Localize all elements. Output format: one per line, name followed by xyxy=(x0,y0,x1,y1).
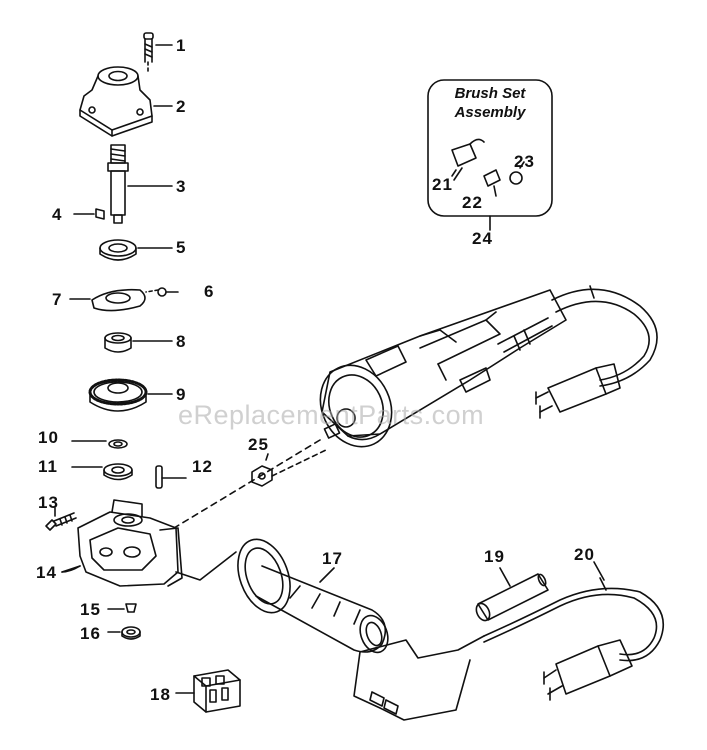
part-6-screw xyxy=(145,287,179,297)
inset-title-line1: Brush Set xyxy=(454,85,526,102)
motor-housing xyxy=(173,289,567,529)
part-14-gear-housing xyxy=(61,499,183,587)
callout-7: 7 xyxy=(52,290,63,309)
callout-15: 15 xyxy=(80,600,101,619)
callout-20: 20 xyxy=(574,545,595,564)
part-8-needle-bearing xyxy=(104,332,173,353)
callout-10: 10 xyxy=(38,428,59,447)
callout-17: 17 xyxy=(322,549,343,568)
callout-11: 11 xyxy=(38,457,58,476)
callout-9: 9 xyxy=(176,385,187,404)
part-17-side-handle xyxy=(175,538,389,654)
part-25-nut xyxy=(251,449,327,487)
callout-22: 22 xyxy=(462,193,483,212)
tool-power-cord xyxy=(535,285,658,419)
part-18-switch xyxy=(175,669,241,713)
part-16-nut xyxy=(107,626,141,640)
part-5-bearing xyxy=(99,239,173,261)
part-13-screw xyxy=(45,507,77,531)
callout-18: 18 xyxy=(150,685,171,704)
callout-25: 25 xyxy=(248,435,269,454)
callout-4: 4 xyxy=(52,205,63,224)
callout-2: 2 xyxy=(176,97,187,116)
callout-8: 8 xyxy=(176,332,187,351)
callout-14: 14 xyxy=(36,563,57,582)
callout-21: 21 xyxy=(432,175,453,194)
callout-6: 6 xyxy=(204,282,215,301)
watermark: eReplacementParts.com xyxy=(178,400,485,430)
callout-5: 5 xyxy=(176,238,187,257)
part-7-retainer-plate xyxy=(69,288,146,312)
callout-3: 3 xyxy=(176,177,187,196)
part-9-gear xyxy=(88,378,173,412)
part-2-gear-cover xyxy=(79,66,173,137)
part-15-screw xyxy=(107,603,137,613)
part-20-cord-set xyxy=(353,561,665,721)
part-12-pin xyxy=(155,465,187,489)
callout-12: 12 xyxy=(192,457,213,476)
part-1-screw xyxy=(143,32,173,73)
callout-19: 19 xyxy=(484,547,505,566)
part-3-spindle xyxy=(107,144,173,224)
callout-24: 24 xyxy=(472,229,493,248)
part-4-key xyxy=(73,208,105,220)
part-19-cord-protector xyxy=(475,567,549,622)
brush-set-inset xyxy=(427,79,553,231)
part-11-bearing xyxy=(71,463,133,481)
callout-23: 23 xyxy=(514,152,535,171)
callout-16: 16 xyxy=(80,624,101,643)
callout-1: 1 xyxy=(176,36,187,55)
part-10-washer xyxy=(71,439,128,449)
inset-title-line2: Assembly xyxy=(454,104,526,121)
callout-13: 13 xyxy=(38,493,59,512)
